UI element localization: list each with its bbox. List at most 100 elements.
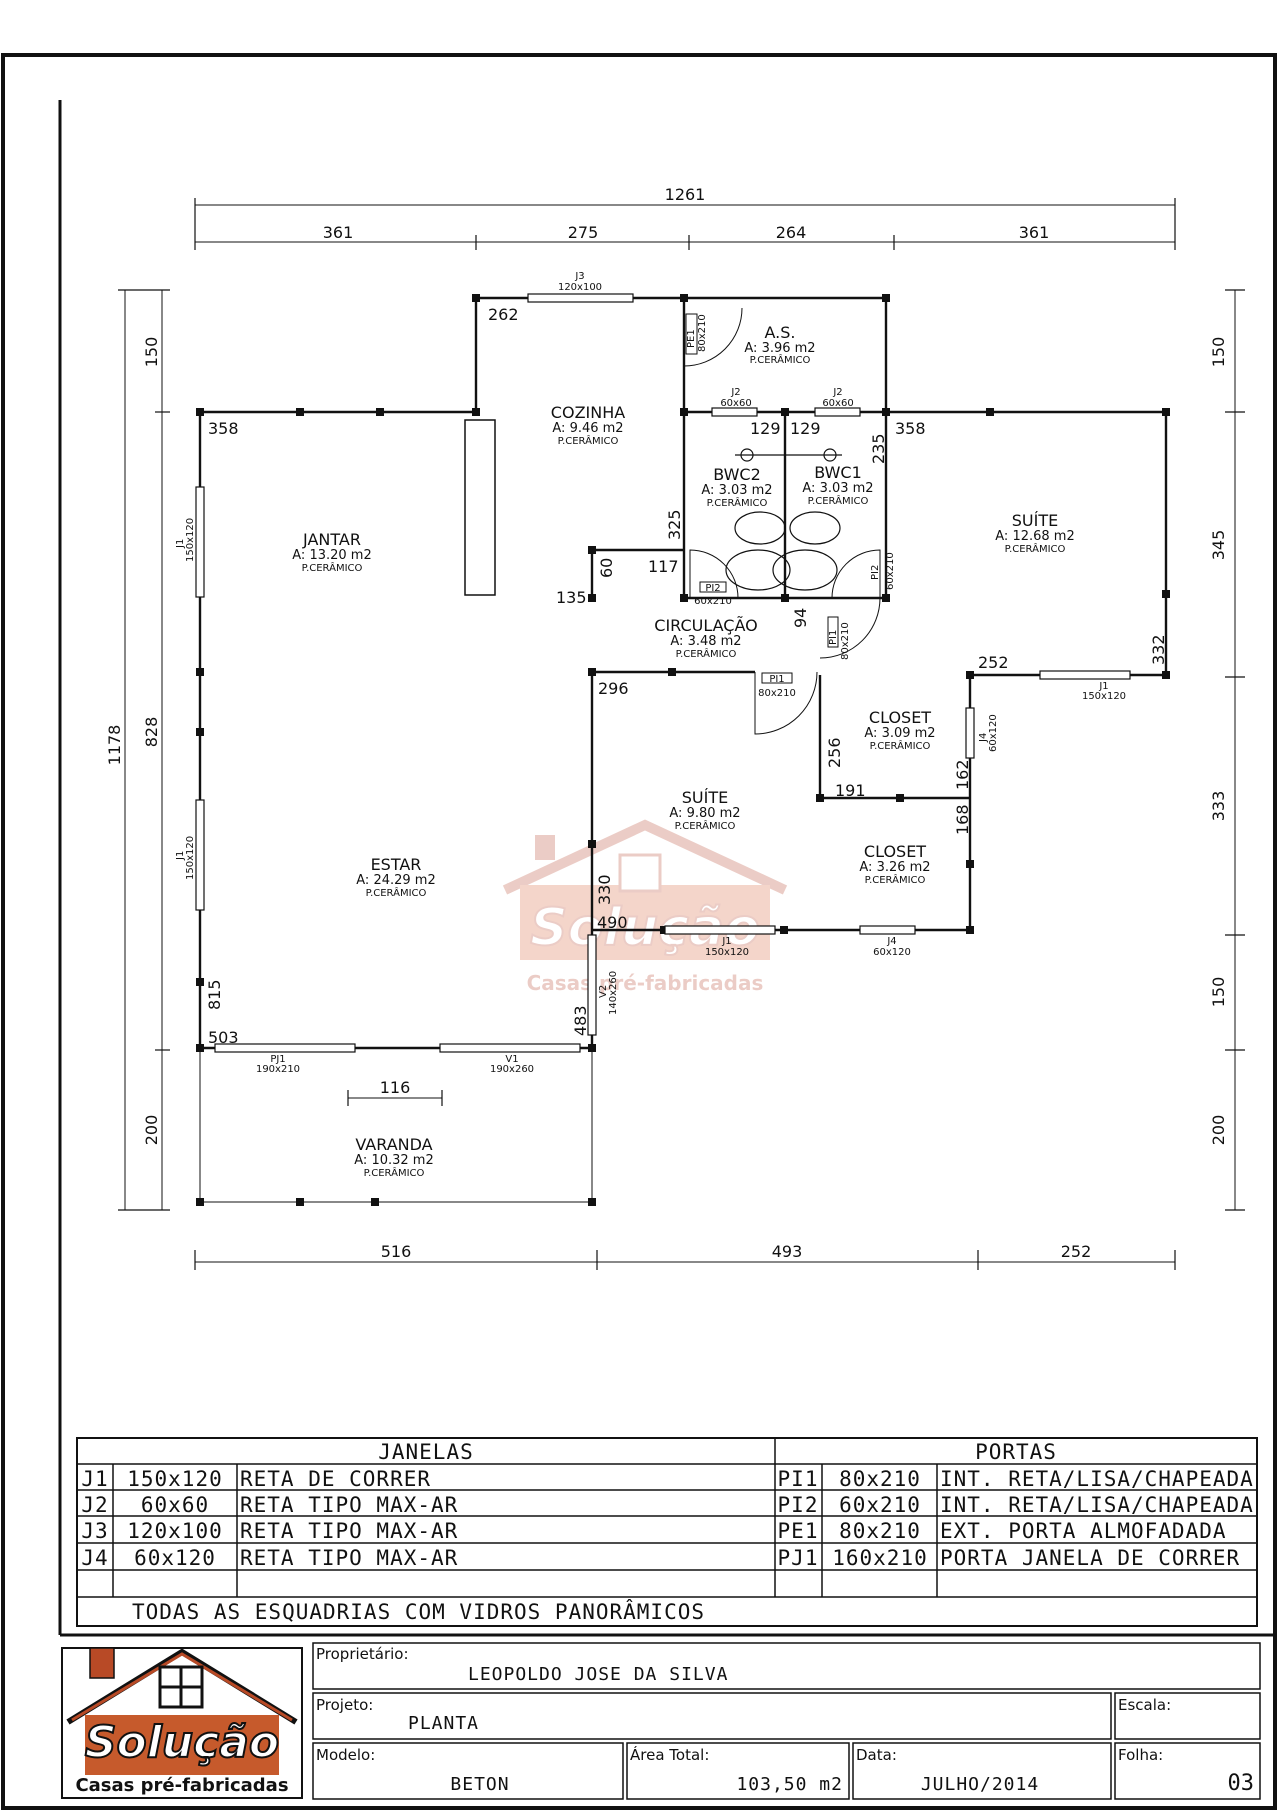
svg-text:191: 191 xyxy=(835,781,866,800)
svg-text:P.CERÂMICO: P.CERÂMICO xyxy=(366,886,427,899)
svg-text:503: 503 xyxy=(208,1028,239,1047)
svg-text:PI2: PI2 xyxy=(778,1493,819,1517)
portas-title: PORTAS xyxy=(975,1440,1057,1464)
svg-text:358: 358 xyxy=(895,419,926,438)
svg-text:A: 9.80 m2: A: 9.80 m2 xyxy=(669,806,740,821)
svg-text:332: 332 xyxy=(1149,634,1168,665)
svg-text:A: 10.32 m2: A: 10.32 m2 xyxy=(354,1153,433,1168)
dim-left-3: 200 xyxy=(142,1115,161,1146)
dim-bottom-3: 252 xyxy=(1061,1242,1092,1261)
dim-right-4: 150 xyxy=(1209,977,1228,1008)
room-bwc2: BWC2 A: 3.03 m2 P.CERÂMICO xyxy=(701,465,772,509)
svg-text:P.CERÂMICO: P.CERÂMICO xyxy=(865,873,926,886)
tag-j1r-size: 150x120 xyxy=(1082,691,1126,702)
svg-text:P.CERÂMICO: P.CERÂMICO xyxy=(558,434,619,447)
svg-text:135: 135 xyxy=(556,588,587,607)
svg-text:J1: J1 xyxy=(81,1467,108,1491)
svg-text:P.CERÂMICO: P.CERÂMICO xyxy=(364,1166,425,1179)
walls xyxy=(198,296,1168,1203)
svg-text:BWC1: BWC1 xyxy=(814,463,862,482)
dimensions-right: 150 345 333 150 200 xyxy=(1209,289,1245,1211)
dimensions-top: 1261 361 275 264 361 xyxy=(194,185,1176,250)
svg-text:A.S.: A.S. xyxy=(765,323,796,342)
dim-right-1: 150 xyxy=(1209,337,1228,368)
room-cozinha: COZINHA A: 9.46 m2 P.CERÂMICO xyxy=(551,403,625,447)
dimensions-left: 1178 150 828 200 xyxy=(105,289,170,1211)
tag-pi2a-code: PI2 xyxy=(705,583,720,594)
svg-text:94: 94 xyxy=(791,608,810,628)
svg-text:INT. RETA/LISA/CHAPEADA: INT. RETA/LISA/CHAPEADA xyxy=(940,1467,1254,1491)
svg-text:296: 296 xyxy=(598,679,629,698)
svg-text:P.CERÂMICO: P.CERÂMICO xyxy=(707,496,768,509)
tag-j2b-size: 60x60 xyxy=(822,398,853,409)
dim-top-total: 1261 xyxy=(665,185,706,204)
svg-text:117: 117 xyxy=(648,557,679,576)
room-suite-2: SUÍTE A: 9.80 m2 P.CERÂMICO xyxy=(669,788,740,832)
tag-j4b-code: J4 xyxy=(886,936,896,947)
tag-pi1a-size: 80x210 xyxy=(840,622,851,660)
svg-text:A: 3.03 m2: A: 3.03 m2 xyxy=(701,483,772,498)
title-block: Solução Casas pré-fabricadas Proprietári… xyxy=(61,1642,1261,1800)
svg-text:RETA TIPO MAX-AR: RETA TIPO MAX-AR xyxy=(240,1546,458,1570)
area-label: Área Total: xyxy=(630,1745,709,1764)
room-as: A.S. A: 3.96 m2 P.CERÂMICO xyxy=(744,323,815,366)
svg-text:CLOSET: CLOSET xyxy=(869,708,931,727)
svg-text:A: 3.96 m2: A: 3.96 m2 xyxy=(744,341,815,356)
room-jantar: JANTAR A: 13.20 m2 P.CERÂMICO xyxy=(292,530,371,574)
svg-text:RETA DE CORRER: RETA DE CORRER xyxy=(240,1467,431,1491)
svg-text:A: 9.46 m2: A: 9.46 m2 xyxy=(552,421,623,436)
svg-text:RETA TIPO MAX-AR: RETA TIPO MAX-AR xyxy=(240,1519,458,1543)
svg-text:483: 483 xyxy=(571,1005,590,1036)
dim-left-2: 828 xyxy=(142,717,161,748)
svg-text:358: 358 xyxy=(208,419,239,438)
tag-v2-code: V2 xyxy=(598,985,609,998)
watermark-tagline: Casas pré-fabricadas xyxy=(527,971,764,995)
dim-bottom-2: 493 xyxy=(772,1242,803,1261)
dim-right-3: 333 xyxy=(1209,791,1228,822)
wall-posts xyxy=(196,294,1170,1206)
svg-text:815: 815 xyxy=(205,979,224,1010)
modelo-value: BETON xyxy=(450,1774,509,1795)
dimensions-bottom: 516 493 252 xyxy=(194,1242,1176,1270)
tag-j2b-code: J2 xyxy=(832,387,842,398)
watermark: Solução Casas pré-fabricadas xyxy=(502,819,788,995)
schedule-note: TODAS AS ESQUADRIAS COM VIDROS PANORÂMIC… xyxy=(132,1599,705,1624)
svg-text:INT. RETA/LISA/CHAPEADA: INT. RETA/LISA/CHAPEADA xyxy=(940,1493,1254,1517)
tag-v1-code: V1 xyxy=(505,1054,518,1065)
tag-pi2b-size: 60x210 xyxy=(885,552,896,590)
data-value: JULHO/2014 xyxy=(921,1774,1039,1795)
svg-text:60x120: 60x120 xyxy=(134,1546,216,1570)
svg-text:60: 60 xyxy=(597,558,616,578)
svg-text:SUÍTE: SUÍTE xyxy=(1012,511,1058,530)
dim-left-1: 150 xyxy=(142,337,161,368)
svg-text:160x210: 160x210 xyxy=(832,1546,928,1570)
svg-text:A: 3.26 m2: A: 3.26 m2 xyxy=(859,860,930,875)
svg-text:60x210: 60x210 xyxy=(839,1493,921,1517)
area-value: 103,50 m2 xyxy=(736,1774,843,1795)
tag-j1l1-code: J1 xyxy=(175,539,186,549)
tag-pj1-size: 190x210 xyxy=(256,1064,300,1075)
dim-bottom-1: 516 xyxy=(381,1242,412,1261)
logo-tagline: Casas pré-fabricadas xyxy=(75,1775,288,1796)
tag-j4b-size: 60x120 xyxy=(873,947,911,958)
svg-text:262: 262 xyxy=(488,305,519,324)
dim-top-2: 275 xyxy=(568,223,599,242)
tag-j1l2-size: 150x120 xyxy=(185,836,196,880)
svg-text:SUÍTE: SUÍTE xyxy=(682,788,728,807)
svg-text:P.CERÂMICO: P.CERÂMICO xyxy=(870,739,931,752)
interior-dimensions: 262 358 358 129 129 235 325 117 60 135 9… xyxy=(205,305,1168,1106)
tag-j1r-code: J1 xyxy=(1098,681,1108,692)
svg-text:A: 3.48 m2: A: 3.48 m2 xyxy=(670,634,741,649)
svg-text:256: 256 xyxy=(825,737,844,768)
svg-text:PJ1: PJ1 xyxy=(778,1546,819,1570)
tag-pe1-size: 80x210 xyxy=(697,314,708,352)
svg-text:CLOSET: CLOSET xyxy=(864,842,926,861)
schedule-table: JANELAS PORTAS J1 150x120 RETA DE CORRER… xyxy=(76,1437,1258,1627)
svg-text:CIRCULAÇÃO: CIRCULAÇÃO xyxy=(654,616,757,635)
tag-j4s-code: J4 xyxy=(978,733,989,743)
room-bwc1: BWC1 A: 3.03 m2 P.CERÂMICO xyxy=(802,463,873,507)
svg-text:JANTAR: JANTAR xyxy=(302,530,361,549)
svg-text:J4: J4 xyxy=(81,1546,108,1570)
svg-text:A: 3.03 m2: A: 3.03 m2 xyxy=(802,481,873,496)
